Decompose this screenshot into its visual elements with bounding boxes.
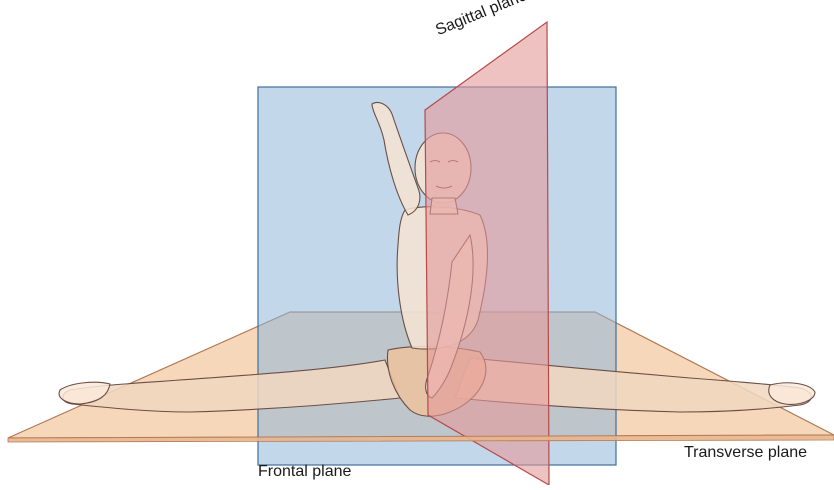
transverse-plane-label: Transverse plane [684,444,807,462]
right-foot [769,383,815,405]
frontal-plane-label: Frontal plane [258,463,351,481]
